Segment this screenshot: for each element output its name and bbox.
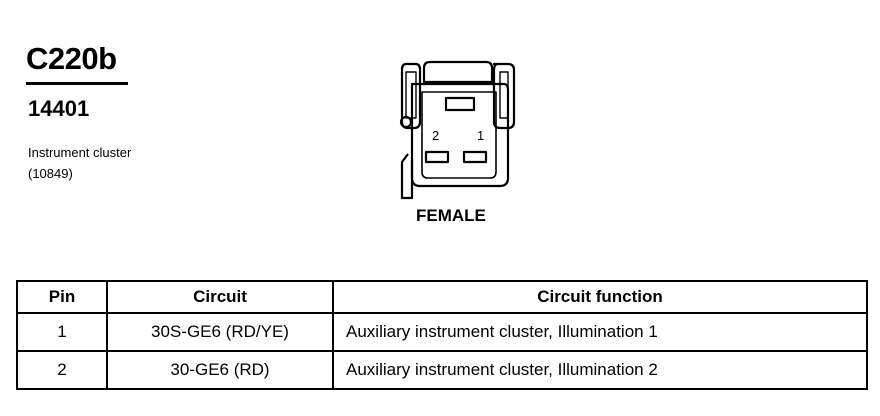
table-row: 1 30S-GE6 (RD/YE) Auxiliary instrument c…	[16, 312, 868, 352]
table-row: 2 30-GE6 (RD) Auxiliary instrument clust…	[16, 350, 868, 390]
cell-circuit: 30-GE6 (RD)	[106, 350, 334, 390]
header-circuit: Circuit	[106, 280, 334, 314]
wire-tail	[400, 153, 414, 200]
key-slot	[444, 96, 476, 112]
connector-id: C220b	[26, 41, 117, 76]
cell-circuit: 30S-GE6 (RD/YE)	[106, 312, 334, 352]
terminal-2	[424, 150, 450, 164]
connector-body	[410, 82, 510, 188]
connector-id-underline	[26, 82, 128, 85]
pinout-table: Pin Circuit Circuit function 1 30S-GE6 (…	[16, 280, 868, 390]
connector-gender-label: FEMALE	[416, 206, 486, 225]
part-number: 14401	[28, 96, 90, 121]
left-latch	[400, 62, 422, 130]
pin-label-2: 2	[432, 128, 440, 143]
pin-label-1: 1	[477, 128, 485, 143]
cell-circuit-function: Auxiliary instrument cluster, Illuminati…	[332, 350, 868, 390]
right-latch	[492, 62, 516, 130]
header-pin: Pin	[16, 280, 108, 314]
cell-pin: 2	[16, 350, 108, 390]
terminal-1	[462, 150, 488, 164]
table-header-row: Pin Circuit Circuit function	[16, 280, 868, 314]
top-shroud	[422, 60, 494, 84]
connector-description: Instrument cluster	[28, 145, 132, 160]
cell-pin: 1	[16, 312, 108, 352]
header-circuit-function: Circuit function	[332, 280, 868, 314]
lock-bump	[399, 115, 413, 129]
cell-circuit-function: Auxiliary instrument cluster, Illuminati…	[332, 312, 868, 352]
component-number: (10849)	[28, 166, 73, 181]
connector-face-diagram	[399, 60, 516, 200]
